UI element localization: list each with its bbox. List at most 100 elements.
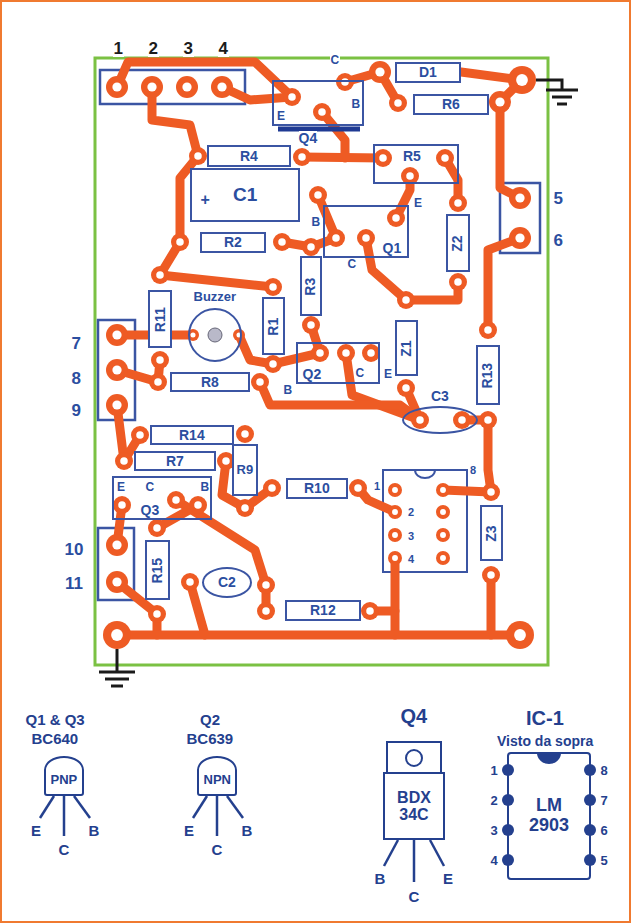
- solder-pad: [211, 76, 233, 98]
- ic-pin-number: 4: [407, 554, 415, 565]
- drill-hole: [441, 154, 449, 162]
- solder-pad: [388, 551, 402, 565]
- terminal-number: 5: [553, 190, 564, 207]
- drill-hole: [112, 400, 121, 409]
- part-heading: Q2: [200, 712, 220, 729]
- copper-trace: [391, 558, 400, 635]
- capacitor-outline: C2: [202, 567, 252, 598]
- drill-hole: [342, 349, 350, 357]
- drill-hole: [416, 416, 424, 424]
- part-designator: C1: [233, 185, 257, 206]
- pin-letter: E: [276, 110, 286, 122]
- part-heading: BC639: [187, 731, 234, 748]
- copper-trace: [302, 157, 383, 158]
- zener-outline: Z3: [480, 505, 503, 561]
- solder-pad: [489, 91, 511, 113]
- solder-pad: [482, 483, 500, 501]
- solder-pad: [397, 291, 415, 309]
- drill-hole: [217, 82, 226, 91]
- terminal-number: 3: [183, 40, 194, 57]
- solder-pad: [106, 394, 128, 416]
- solder-pad: [436, 505, 450, 519]
- lead-letter: C: [58, 842, 71, 857]
- solder-pad: [149, 373, 167, 391]
- part-heading: Q1 & Q3: [26, 712, 85, 729]
- drill-hole: [484, 416, 492, 424]
- ic-pin-number: 3: [407, 531, 415, 542]
- solder-pad: [106, 571, 128, 593]
- drill-hole: [440, 555, 446, 561]
- solder-pad: [151, 351, 169, 369]
- solder-pad: [436, 551, 450, 565]
- solder-pad: [283, 88, 301, 106]
- lead-letter: B: [88, 823, 101, 838]
- drill-hole: [298, 153, 306, 161]
- drill-hole: [190, 332, 195, 337]
- part-designator: D1: [419, 65, 437, 80]
- drill-hole: [354, 484, 362, 492]
- solder-pad: [374, 149, 392, 167]
- ground-symbol: [111, 685, 123, 688]
- lead-letter: E: [442, 871, 454, 886]
- solder-pad: [309, 186, 327, 204]
- part-heading: C3: [431, 389, 449, 404]
- solder-pad: [479, 411, 497, 429]
- solder-pad: [141, 76, 163, 98]
- copper-trace: [488, 238, 520, 330]
- drill-hole: [156, 356, 164, 364]
- solder-pad: [257, 576, 275, 594]
- drill-hole: [112, 82, 121, 91]
- heatsink-tab: [278, 127, 360, 132]
- terminal-number: 6: [553, 232, 564, 249]
- transistor-outline: Q3: [112, 476, 212, 520]
- solder-pad: [103, 621, 131, 649]
- drill-hole: [112, 365, 121, 374]
- drill-hole: [314, 191, 322, 199]
- solder-pad: [189, 147, 207, 165]
- solder-pad: [411, 411, 429, 429]
- drill-hole: [484, 326, 492, 334]
- solder-pad: [436, 528, 450, 542]
- drill-hole: [153, 524, 161, 532]
- part-designator: R8: [201, 375, 219, 390]
- pin-letter: B: [351, 98, 362, 110]
- component-lead: [384, 840, 398, 866]
- drill-hole: [402, 384, 410, 392]
- component-lead: [430, 840, 444, 866]
- drill-hole: [454, 278, 462, 286]
- solder-pad: [233, 329, 245, 341]
- solder-pad: [436, 149, 454, 167]
- solder-pad: [349, 479, 367, 497]
- ic-pin-number: 2: [490, 794, 499, 807]
- mounting-hole: [406, 750, 422, 766]
- part-heading: IC-1: [526, 707, 564, 729]
- part-heading: Q3: [141, 503, 160, 518]
- copper-trace: [160, 275, 273, 287]
- resistor-outline: R3: [300, 256, 322, 316]
- solder-pad: [151, 266, 169, 284]
- dip-notch: [537, 753, 561, 764]
- drill-hole: [392, 487, 398, 493]
- resistor-outline: R10: [286, 478, 348, 499]
- drill-hole: [153, 610, 161, 618]
- resistor-outline: R6: [413, 94, 489, 115]
- ic-pin-number: 1: [373, 481, 381, 492]
- drill-hole: [269, 283, 277, 291]
- terminal-number: 11: [64, 575, 84, 592]
- solder-pad: [181, 573, 199, 591]
- copper-trace: [500, 102, 520, 198]
- drill-hole: [176, 238, 184, 246]
- drill-hole: [172, 496, 180, 504]
- component-lead: [74, 796, 90, 818]
- part-heading: BC640: [32, 731, 79, 748]
- solder-pad: [388, 505, 402, 519]
- drill-hole: [269, 360, 277, 368]
- ground-symbol: [552, 96, 572, 99]
- part-heading: Q4: [299, 131, 318, 146]
- solder-pad: [509, 227, 531, 249]
- part-heading: LM 2903: [521, 796, 577, 836]
- pin-letter: E: [413, 197, 423, 209]
- pin-letter: B: [311, 216, 322, 228]
- part-designator: R10: [304, 481, 330, 496]
- drill-hole: [487, 488, 495, 496]
